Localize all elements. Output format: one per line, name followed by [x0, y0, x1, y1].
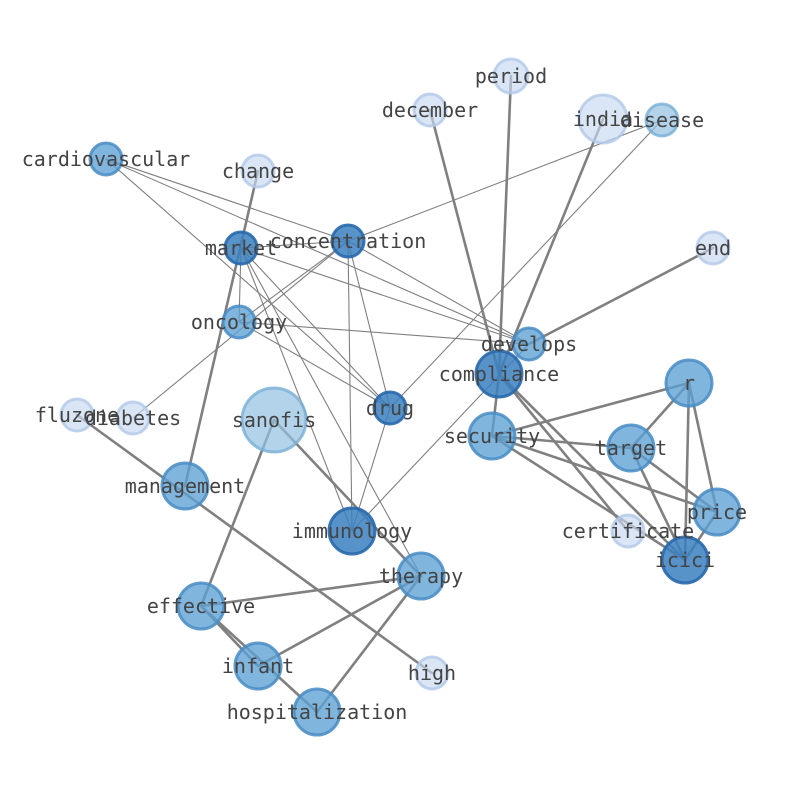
edge-concentration-immunology [347, 240, 353, 532]
node-label-oncology: oncology [191, 310, 287, 334]
node-label-end: end [695, 236, 731, 260]
node-drug[interactable] [372, 390, 408, 426]
node-fluzone[interactable] [59, 397, 95, 433]
node-compliance[interactable] [474, 349, 524, 399]
node-label-r: r [683, 371, 695, 395]
node-label-cardiovascular: cardiovascular [22, 147, 191, 171]
node-label-fluzone: fluzone [35, 403, 119, 427]
edge-compliance-certificate [497, 372, 630, 533]
node-infant[interactable] [233, 641, 283, 691]
edge-period-compliance [497, 74, 513, 376]
node-label-infant: infant [222, 654, 294, 678]
edge-india-compliance [497, 117, 605, 376]
edge-cardiovascular-develops [105, 158, 530, 345]
edge-concentration-develops [347, 240, 530, 345]
edge-compliance-icici [497, 372, 687, 562]
node-sanofis[interactable] [240, 386, 308, 454]
node-label-immunology: immunology [292, 519, 412, 543]
node-label-icici: icici [655, 548, 715, 572]
edge-oncology-drug [238, 321, 391, 409]
node-change[interactable] [240, 153, 276, 189]
edge-change-management [183, 169, 260, 488]
edge-concentration-oncology [238, 240, 349, 323]
node-cardiovascular[interactable] [88, 141, 124, 177]
node-label-drug: drug [366, 396, 414, 420]
node-label-security: security [444, 424, 540, 448]
node-disease[interactable] [644, 102, 680, 138]
edge-drug-disease [389, 119, 663, 409]
node-label-change: change [222, 159, 294, 183]
edge-oncology-develops [238, 321, 530, 345]
edge-cardiovascular-drug [105, 158, 391, 409]
node-label-market: market [205, 236, 277, 260]
node-label-compliance: compliance [439, 362, 559, 386]
edge-fluzone-high [75, 413, 434, 675]
node-label-concentration: concentration [270, 229, 427, 253]
node-hospitalization[interactable] [292, 687, 342, 737]
node-label-effective: effective [147, 594, 255, 618]
node-label-disease: disease [620, 108, 704, 132]
node-layer [59, 57, 742, 737]
edge-market-immunology [240, 247, 353, 532]
edge-security-r [490, 381, 691, 438]
edge-market-therapy [240, 247, 422, 577]
edge-therapy-hospitalization [315, 574, 423, 714]
node-period[interactable] [492, 57, 530, 95]
node-concentration[interactable] [330, 223, 366, 259]
node-management[interactable] [160, 461, 210, 511]
node-price[interactable] [692, 487, 742, 537]
node-high[interactable] [414, 655, 450, 691]
edge-market-concentration [240, 240, 349, 249]
node-target[interactable] [606, 423, 656, 473]
node-immunology[interactable] [327, 506, 377, 556]
node-effective[interactable] [176, 581, 226, 631]
node-develops[interactable] [511, 326, 547, 362]
node-label-price: price [687, 500, 747, 524]
edge-end-develops [527, 246, 715, 346]
node-label-target: target [595, 436, 667, 460]
node-label-diabetes: diabetes [85, 406, 181, 430]
edge-security-icici [490, 434, 687, 562]
node-december[interactable] [412, 92, 448, 128]
node-icici[interactable] [660, 535, 710, 585]
edge-therapy-effective [199, 574, 423, 608]
node-label-india: india [573, 107, 633, 131]
node-market[interactable] [223, 230, 259, 266]
node-oncology[interactable] [221, 304, 257, 340]
node-end[interactable] [695, 230, 731, 266]
node-r[interactable] [664, 358, 714, 408]
node-label-therapy: therapy [379, 564, 463, 588]
node-label-hospitalization: hospitalization [227, 700, 408, 724]
node-label-december: december [382, 98, 478, 122]
node-security[interactable] [467, 411, 517, 461]
node-label-management: management [125, 474, 245, 498]
node-label-develops: develops [481, 332, 577, 356]
node-diabetes[interactable] [115, 400, 151, 436]
node-india[interactable] [577, 93, 629, 145]
node-label-period: period [475, 64, 547, 88]
node-label-certificate: certificate [562, 519, 694, 543]
edge-market-develops [240, 247, 530, 345]
edge-cardiovascular-concentration [105, 158, 349, 242]
node-certificate[interactable] [610, 513, 646, 549]
edge-r-icici [683, 381, 691, 562]
edge-therapy-infant [256, 574, 423, 668]
edge-concentration-drug [347, 240, 391, 409]
edge-sanofis-therapy [272, 418, 423, 578]
edge-december-compliance [428, 108, 501, 376]
node-label-sanofis: sanofis [232, 408, 316, 432]
edge-security-price [490, 434, 719, 514]
node-therapy[interactable] [396, 551, 446, 601]
node-label-high: high [408, 661, 456, 685]
